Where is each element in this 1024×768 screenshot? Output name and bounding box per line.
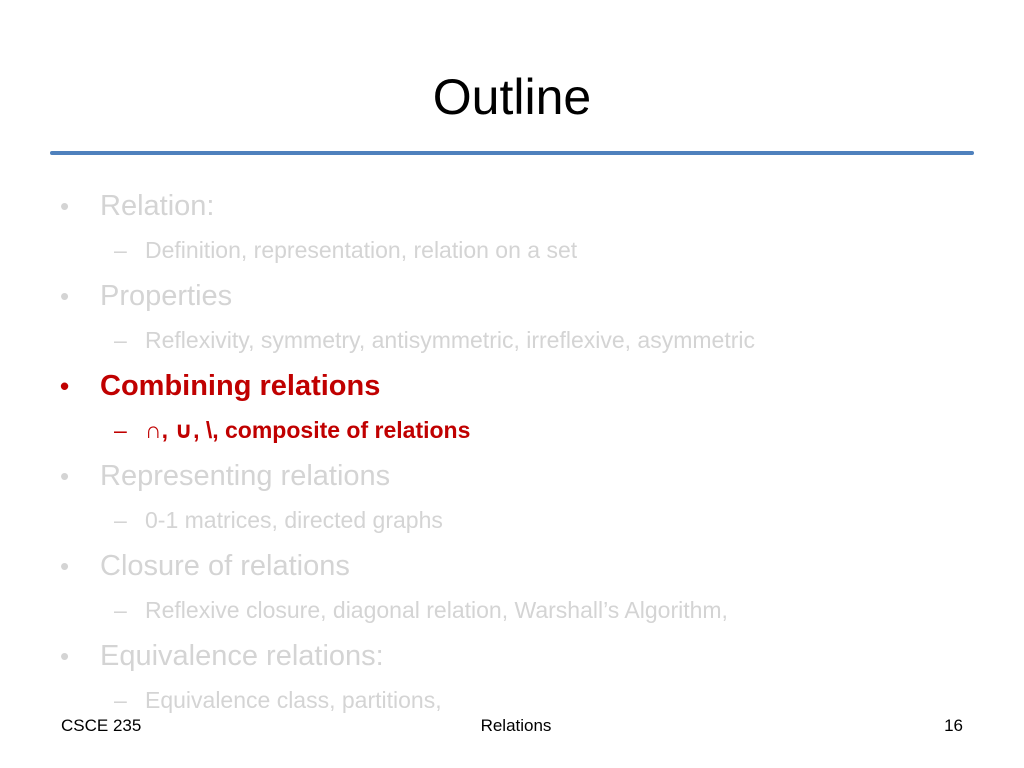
title-divider (50, 151, 974, 155)
bullet-marker: • (60, 551, 70, 581)
outline-item-label: Representing relations (100, 460, 391, 492)
footer-course: CSCE 235 (61, 716, 142, 735)
outline-subitem-label: ∩, ∪, \, composite of relations (145, 417, 471, 443)
outline-item-label: Closure of relations (100, 550, 350, 582)
outline-subitem-label: Equivalence class, partitions, (145, 687, 442, 713)
dash-marker: – (114, 327, 127, 353)
dash-marker: – (114, 507, 127, 533)
dash-marker: – (114, 597, 127, 623)
bullet-marker: • (60, 281, 70, 311)
bullet-marker: • (60, 191, 70, 221)
outline-subitem-label: Reflexivity, symmetry, antisymmetric, ir… (145, 327, 755, 353)
outline-item-label: Relation: (100, 190, 215, 222)
outline-subitem-label: Reflexive closure, diagonal relation, Wa… (145, 597, 728, 623)
outline-item-label: Combining relations (100, 370, 381, 402)
bullet-marker: • (60, 461, 70, 491)
outline-subitem-label: Definition, representation, relation on … (145, 237, 578, 263)
dash-marker: – (114, 687, 127, 713)
outline-item-label: Equivalence relations: (100, 640, 384, 672)
bullet-marker: • (60, 371, 70, 401)
dash-marker: – (114, 417, 127, 443)
bullet-marker: • (60, 641, 70, 671)
dash-marker: – (114, 237, 127, 263)
outline-item-label: Properties (100, 280, 233, 312)
footer-title: Relations (480, 716, 552, 735)
outline-subitem-label: 0-1 matrices, directed graphs (145, 507, 443, 533)
slide-title: Outline (432, 69, 592, 125)
footer-page-number: 16 (944, 716, 963, 735)
